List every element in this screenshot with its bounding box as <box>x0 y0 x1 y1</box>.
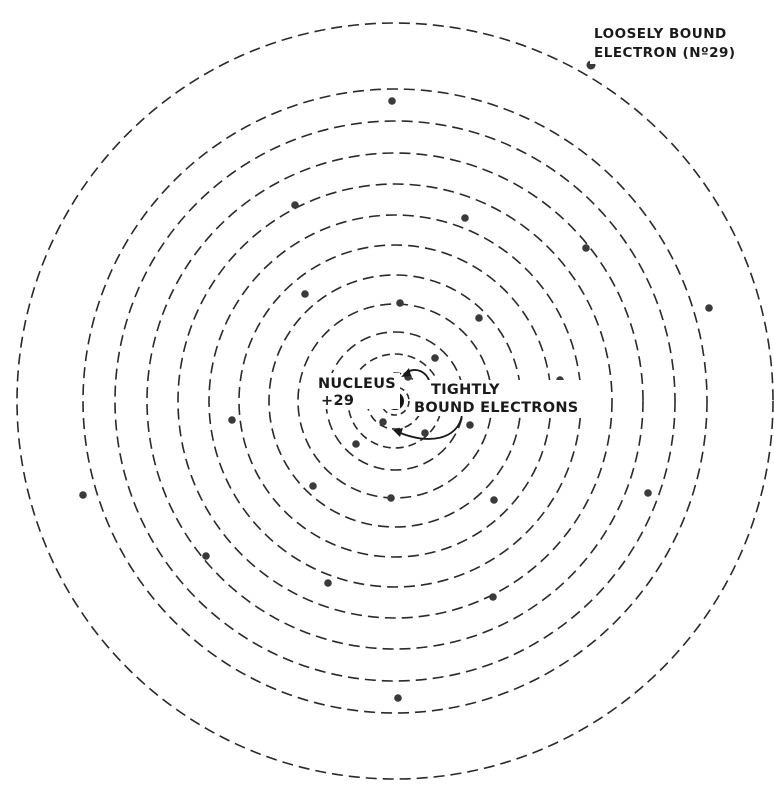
tightly-bound-label-line2: BOUND ELECTRONS <box>414 400 579 416</box>
electron-dot <box>291 201 299 209</box>
electron-dot <box>324 579 332 587</box>
electron-dot <box>79 491 87 499</box>
loosely-bound-label-line2: ELECTRON (Nº29) <box>594 45 736 61</box>
electron-dot <box>396 299 404 307</box>
electron-dot <box>431 354 439 362</box>
electron-dot <box>202 552 210 560</box>
electron-dot <box>475 314 483 322</box>
electron-dot <box>461 214 469 222</box>
electron-dot <box>705 304 713 312</box>
electron-dot <box>421 429 429 437</box>
tightly-bound-arrowhead-upper <box>401 368 411 377</box>
electron-dot <box>489 593 497 601</box>
electron-dot <box>228 416 236 424</box>
electron-dot <box>309 482 317 490</box>
electron-dot <box>644 489 652 497</box>
tightly-bound-label-line1: TIGHTLY <box>431 382 500 398</box>
electron-dot <box>387 494 395 502</box>
electron-dot <box>379 418 387 426</box>
loosely-bound-label-line1: LOOSELY BOUND <box>594 26 727 42</box>
electron-dot <box>466 421 474 429</box>
electron-dot <box>582 244 590 252</box>
electron-dot <box>352 440 360 448</box>
nucleus-charge-label: +29 <box>321 393 354 409</box>
tightly-bound-arrow-lower <box>398 415 462 439</box>
electron-dot <box>301 290 309 298</box>
electron-dot <box>490 496 498 504</box>
electron-dot <box>388 97 396 105</box>
nucleus-label: NUCLEUS <box>318 376 396 392</box>
electron-dot <box>394 694 402 702</box>
